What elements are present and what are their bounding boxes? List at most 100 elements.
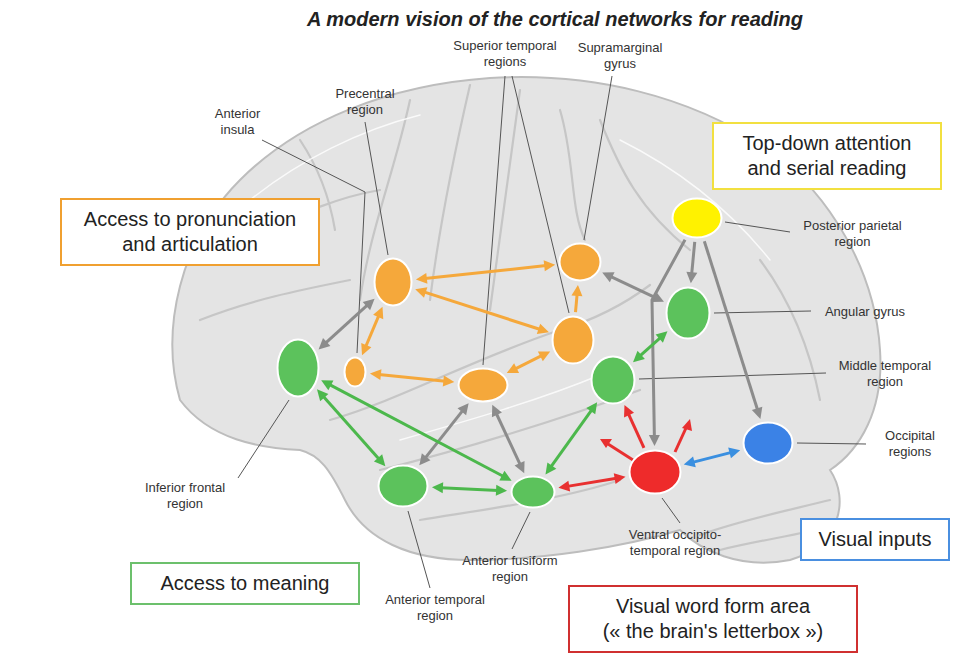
connector-arrow [704, 241, 762, 419]
arrow-head [538, 351, 550, 361]
arrow-head [361, 343, 371, 355]
region-ellipse-shape [592, 357, 635, 404]
connector-line [692, 452, 731, 462]
arrow-head [544, 260, 556, 271]
connector-arrow [545, 402, 597, 474]
connector-arrow [317, 389, 385, 466]
arrow-head [319, 338, 331, 349]
region-label: Inferior frontal region [135, 480, 235, 511]
region-label: Ventral occipito-temporal region [610, 527, 740, 558]
connector-line [496, 413, 520, 465]
arrow-head [373, 307, 383, 319]
region-label: Superior temporal regions [450, 38, 560, 69]
box-heading: Visual inputs [812, 527, 938, 552]
region-ellipse [343, 356, 367, 388]
connector-arrow [686, 242, 697, 283]
connector-line [610, 276, 655, 297]
region-label: Occipital regions [870, 428, 950, 459]
box-heading: Top-down attention and serial reading [724, 131, 930, 181]
arrow-head [457, 403, 468, 415]
region-label: Middle temporal region [830, 358, 940, 389]
arrow-head [496, 485, 507, 496]
arrow-head [415, 287, 427, 297]
connector-line [576, 294, 578, 312]
arrow-head [624, 405, 634, 417]
brain-region [551, 315, 595, 365]
box-subheading: (« the brain's letterbox ») [580, 619, 846, 644]
brain-region: Angular gyrus [665, 286, 711, 340]
arrow-head [558, 481, 570, 492]
connector-arrow [633, 331, 667, 362]
region-ellipse [551, 315, 595, 365]
category-box: Access to pronunciation and articulation [60, 198, 320, 266]
box-heading: Access to pronunciation and articulation [72, 207, 308, 257]
connector-arrow [361, 307, 383, 355]
connector-line [704, 241, 757, 410]
arrow-head [321, 380, 333, 390]
region-ellipse-shape [673, 199, 722, 238]
brain-region: Anterior temporal region [377, 464, 429, 508]
brain-region: Ventral occipito-temporal region [628, 449, 682, 495]
arrow-head [684, 457, 696, 468]
connector-line [325, 305, 368, 344]
box-heading: Visual word form area [580, 594, 846, 619]
arrow-head [492, 405, 502, 417]
arrow-head [602, 272, 614, 282]
arrow-head [363, 299, 375, 310]
region-ellipse [276, 338, 320, 398]
connector-arrow [432, 482, 507, 495]
connector-line [692, 242, 695, 274]
region-label: Anterior fusiform region [455, 553, 565, 584]
connector-line [441, 488, 498, 491]
connector-line [652, 240, 685, 437]
connector-arrow [624, 405, 644, 448]
region-ellipse [671, 197, 723, 239]
category-box: Access to meaning [130, 562, 360, 605]
arrow-head [507, 363, 519, 373]
region-ellipse-shape [667, 288, 710, 339]
connector-line [323, 396, 379, 459]
region-ellipse [558, 242, 602, 282]
brain-region: Middle temporal region [590, 355, 636, 405]
arrow-head [686, 272, 697, 283]
brain-region: Inferior frontal region [276, 338, 320, 398]
arrow-head [571, 285, 582, 296]
region-label: Anterior temporal region [380, 592, 490, 623]
region-ellipse [377, 464, 429, 508]
connector-arrow [571, 285, 582, 312]
brain-region: Precentral region [373, 257, 413, 307]
box-heading: Access to meaning [142, 571, 348, 596]
arrow-head [649, 435, 660, 446]
region-ellipse-shape [744, 423, 793, 464]
category-box: Visual inputs [800, 518, 950, 561]
arrow-head [537, 324, 549, 334]
connector-line [628, 413, 644, 448]
arrow-head [586, 402, 597, 414]
connector-line [366, 315, 379, 347]
brain-region: Anterior insula [343, 356, 367, 388]
connector-arrow [507, 351, 550, 373]
region-ellipse [510, 475, 556, 509]
connector-line [424, 292, 541, 330]
arrow-head [416, 273, 428, 284]
region-ellipse-shape [560, 244, 601, 281]
region-ellipse-shape [278, 340, 319, 397]
brain-region: Supramarginal gyrus [558, 242, 602, 282]
category-box: Top-down attention and serial reading [712, 122, 942, 190]
region-ellipse [457, 367, 509, 403]
connector-arrow [370, 369, 454, 386]
arrow-head [432, 482, 443, 493]
arrow-head [545, 462, 556, 474]
connector-line [379, 374, 445, 381]
connector-line [567, 478, 616, 486]
arrow-head [633, 351, 645, 362]
connector-arrow [558, 473, 625, 491]
region-label: Angular gyrus [815, 304, 915, 320]
region-ellipse [742, 421, 794, 465]
connector-line [515, 355, 542, 369]
region-ellipse-shape [375, 259, 412, 306]
arrow-head [370, 369, 381, 380]
region-ellipse-shape [630, 451, 681, 494]
region-ellipse-shape [379, 466, 428, 507]
